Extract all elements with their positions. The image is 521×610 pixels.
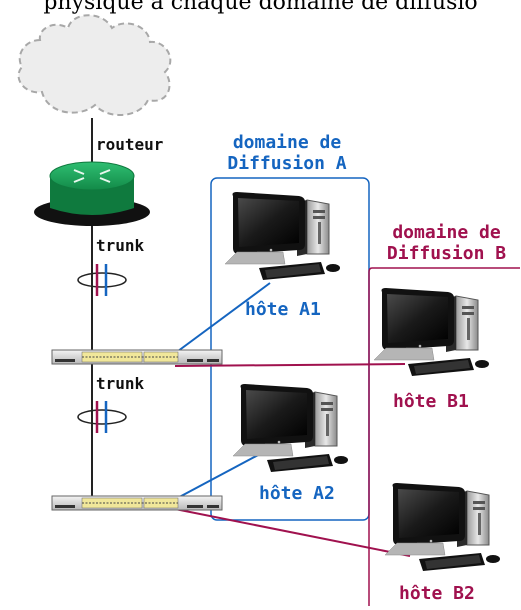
caption-text: physique à chaque domaine de diffusio	[43, 0, 478, 15]
router-icon	[34, 161, 150, 226]
domain-b-line2: Diffusion B	[386, 243, 507, 264]
trunk-symbol-middle	[77, 401, 127, 433]
host-b2-label: hôte B2	[399, 583, 475, 604]
switch-icon	[51, 349, 223, 365]
link-b1	[174, 363, 406, 367]
link-a1	[169, 282, 271, 358]
domain-a-line1: domaine de	[232, 132, 342, 153]
computer-icon	[224, 191, 341, 281]
domain-a-title: domaine de Diffusion A	[212, 132, 362, 174]
trunk-label-top: trunk	[96, 236, 145, 255]
trunk-label-middle: trunk	[96, 374, 145, 393]
link-b2	[169, 507, 411, 557]
switch-icon	[51, 495, 223, 511]
domain-b-title: domaine de Diffusion B	[372, 222, 521, 264]
trunk-symbol-top	[77, 264, 127, 296]
domain-b-line1: domaine de	[392, 222, 501, 243]
domain-b-box	[368, 267, 520, 606]
host-b1-label: hôte B1	[393, 391, 469, 412]
computer-icon	[384, 482, 501, 572]
cloud-icon	[17, 14, 172, 117]
host-a1-label: hôte A1	[245, 299, 321, 320]
host-a2-label: hôte A2	[259, 483, 335, 504]
router-label: routeur	[96, 135, 164, 154]
computer-icon	[373, 287, 490, 377]
domain-a-line2: Diffusion A	[227, 153, 347, 174]
